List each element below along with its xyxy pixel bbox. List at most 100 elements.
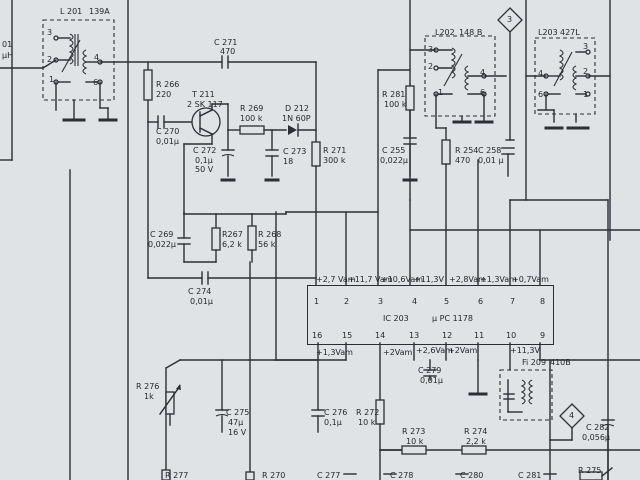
l203-pin-2: 2 (583, 67, 589, 76)
l203-ref: L203 (538, 28, 558, 37)
r266-ref: R 266 (156, 80, 180, 89)
ic-pin-2: 2 (344, 297, 350, 306)
ic-pin-1: 1 (314, 297, 320, 306)
c273-ref: C 273 (283, 147, 307, 156)
resistor-r266 (143, 69, 159, 123)
ic-pin-7: 7 (510, 297, 516, 306)
bottom-partial-parts (161, 467, 613, 480)
r276-value: 1k (144, 392, 154, 401)
voltage-pin-1: +2,7 Vam (316, 275, 356, 284)
ic-pin-10: 10 (506, 331, 517, 340)
r272-ref: R 272 (356, 408, 380, 417)
d212-ref: D 212 (285, 104, 309, 113)
r266-value: 220 (156, 90, 172, 99)
r272-value: 10 k (358, 418, 376, 427)
voltage-pin-4: +11,3V (414, 275, 444, 284)
c276-value: 0,1μ (324, 418, 342, 427)
ground-pin-11 (468, 359, 488, 396)
c278-ref: C 278 (390, 471, 414, 480)
ic-pin-15: 15 (342, 331, 353, 340)
r274-ref: R 274 (464, 427, 488, 436)
c258-ref: C 258 (478, 146, 502, 155)
l202-code: 148 B (459, 28, 483, 37)
l202-pin-3: 3 (428, 45, 434, 54)
c269-value: 0,022μ (148, 240, 176, 249)
l201-code: 139A (89, 7, 110, 16)
voltage-pin-6: +1,3Vam (480, 275, 517, 284)
resistor-r271 (311, 141, 321, 286)
filter-fi209 (499, 369, 553, 421)
c270-value: 0,01μ (156, 137, 179, 146)
c272-voltage: 50 V (195, 165, 214, 174)
left-edge-wires (0, 0, 129, 480)
capacitor-c279 (423, 369, 437, 381)
resistor-r274 (461, 445, 487, 455)
marker-4-label: 4 (569, 411, 575, 420)
c274-ref: C 274 (188, 287, 212, 296)
r254-value: 470 (455, 156, 471, 165)
l201-pin-1: 1 (49, 75, 55, 84)
voltage-pin-2: +11,7 Vam (348, 275, 393, 284)
l203-pin-3: 3 (583, 42, 589, 51)
ic-top-feed-wires (285, 199, 640, 480)
d212-part: 1N 60P (282, 114, 311, 123)
voltage-pin-16: +1,3Vam (316, 348, 353, 357)
c255-value: 0,022μ (380, 156, 408, 165)
coil-l203 (525, 0, 611, 241)
c276-ref: C 276 (324, 408, 348, 417)
network-c269-r267-r268 (177, 211, 379, 263)
l202-pin-1: 1 (438, 88, 444, 97)
t211-part: 2 SK 117 (187, 100, 223, 109)
r267-value: 6,2 k (222, 240, 242, 249)
c270-ref: C 270 (156, 127, 180, 136)
r269-value: 100 k (240, 114, 263, 123)
marker-3-label: 3 (507, 15, 513, 24)
r268-ref: R 268 (258, 230, 282, 239)
c272-value: 0,1μ (195, 156, 213, 165)
ic-pin-12: 12 (442, 331, 453, 340)
voltage-pin-5: +2,8Vam (449, 275, 486, 284)
voltage-pin-7: +0,7Vam (512, 275, 549, 284)
r281-ref: R 281 (382, 90, 406, 99)
ic-pin-16: 16 (312, 331, 323, 340)
ic-pin-6: 6 (478, 297, 484, 306)
c275-ref: C 275 (226, 408, 250, 417)
capacitor-c270 (147, 115, 203, 279)
voltage-pin-14: +2Vam (383, 348, 413, 357)
connector-3 (497, 7, 523, 141)
c277-ref: C 277 (317, 471, 341, 480)
c272-ref: C 272 (193, 146, 217, 155)
l203-pin-6: 6 (538, 90, 544, 99)
l203-pin-4: 4 (538, 69, 544, 78)
l203-pin-1: 1 (583, 90, 589, 99)
edge-label-uh: μH (2, 51, 14, 60)
c279-value: 0,01μ (420, 376, 443, 385)
c271-ref: C 271 (214, 38, 238, 47)
fi209-ref: Fi 209 (522, 358, 547, 367)
r277-ref: R 277 (165, 471, 189, 480)
resistor-r269 (239, 125, 287, 135)
c275-value: 47μ (228, 418, 244, 427)
r281-c255-branch (377, 69, 515, 286)
ic-203-package (307, 285, 554, 345)
ic-pin-5: 5 (444, 297, 450, 306)
l201-pin-4: 4 (94, 53, 100, 62)
c275-voltage: 16 V (228, 428, 247, 437)
diode-d212 (288, 123, 317, 137)
r254-ref: R 254 (455, 146, 479, 155)
ic-pin-13: 13 (409, 331, 420, 340)
transistor-t211 (183, 103, 241, 215)
l202-pin-6: 6 (480, 88, 486, 97)
r273-value: 10 k (406, 437, 424, 446)
l201-ref: L 201 (60, 7, 83, 16)
ic-pin-9: 9 (540, 331, 546, 340)
ic-ref: IC 203 (383, 314, 409, 323)
ic-part: μ PC 1178 (432, 314, 473, 323)
l202-pin-4: 4 (480, 68, 486, 77)
capacitor-c275 (215, 409, 229, 433)
r270-ref: R 270 (262, 471, 286, 480)
l202-pin-2: 2 (428, 62, 434, 71)
c281-ref: C 281 (518, 471, 542, 480)
